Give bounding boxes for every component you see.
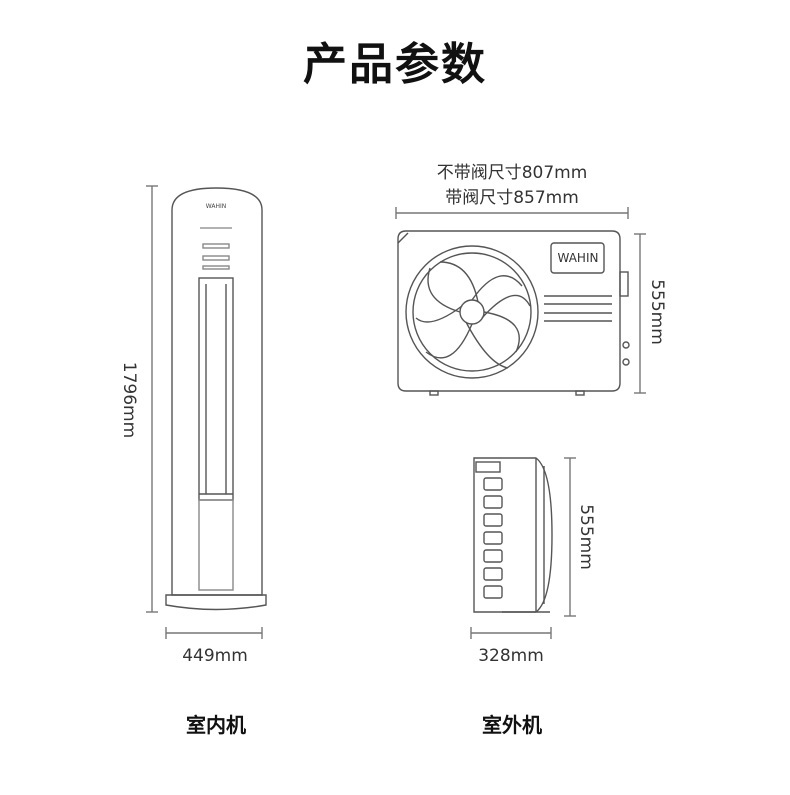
outdoor-unit-name: 室外机 xyxy=(482,713,542,737)
indoor-unit-name: 室内机 xyxy=(186,713,246,737)
outdoor-front-height-label: 555mm xyxy=(647,279,667,345)
outdoor-width-with-valve: 带阀尺寸857mm xyxy=(445,188,579,208)
indoor-width-label: 449mm xyxy=(182,646,248,666)
page-title: 产品参数 xyxy=(303,39,487,90)
outdoor-brand-logo: WAHIN xyxy=(557,251,599,265)
outdoor-side-drawing xyxy=(470,457,576,639)
indoor-height-label: 1796mm xyxy=(119,361,139,439)
outdoor-width-without-valve: 不带阀尺寸807mm xyxy=(436,163,588,183)
indoor-brand-logo: WAHIN xyxy=(205,203,227,210)
indoor-unit-drawing xyxy=(146,185,267,639)
outdoor-front-drawing xyxy=(395,207,646,396)
outdoor-depth-label: 328mm xyxy=(478,646,544,666)
outdoor-side-height-label: 555mm xyxy=(576,504,596,570)
